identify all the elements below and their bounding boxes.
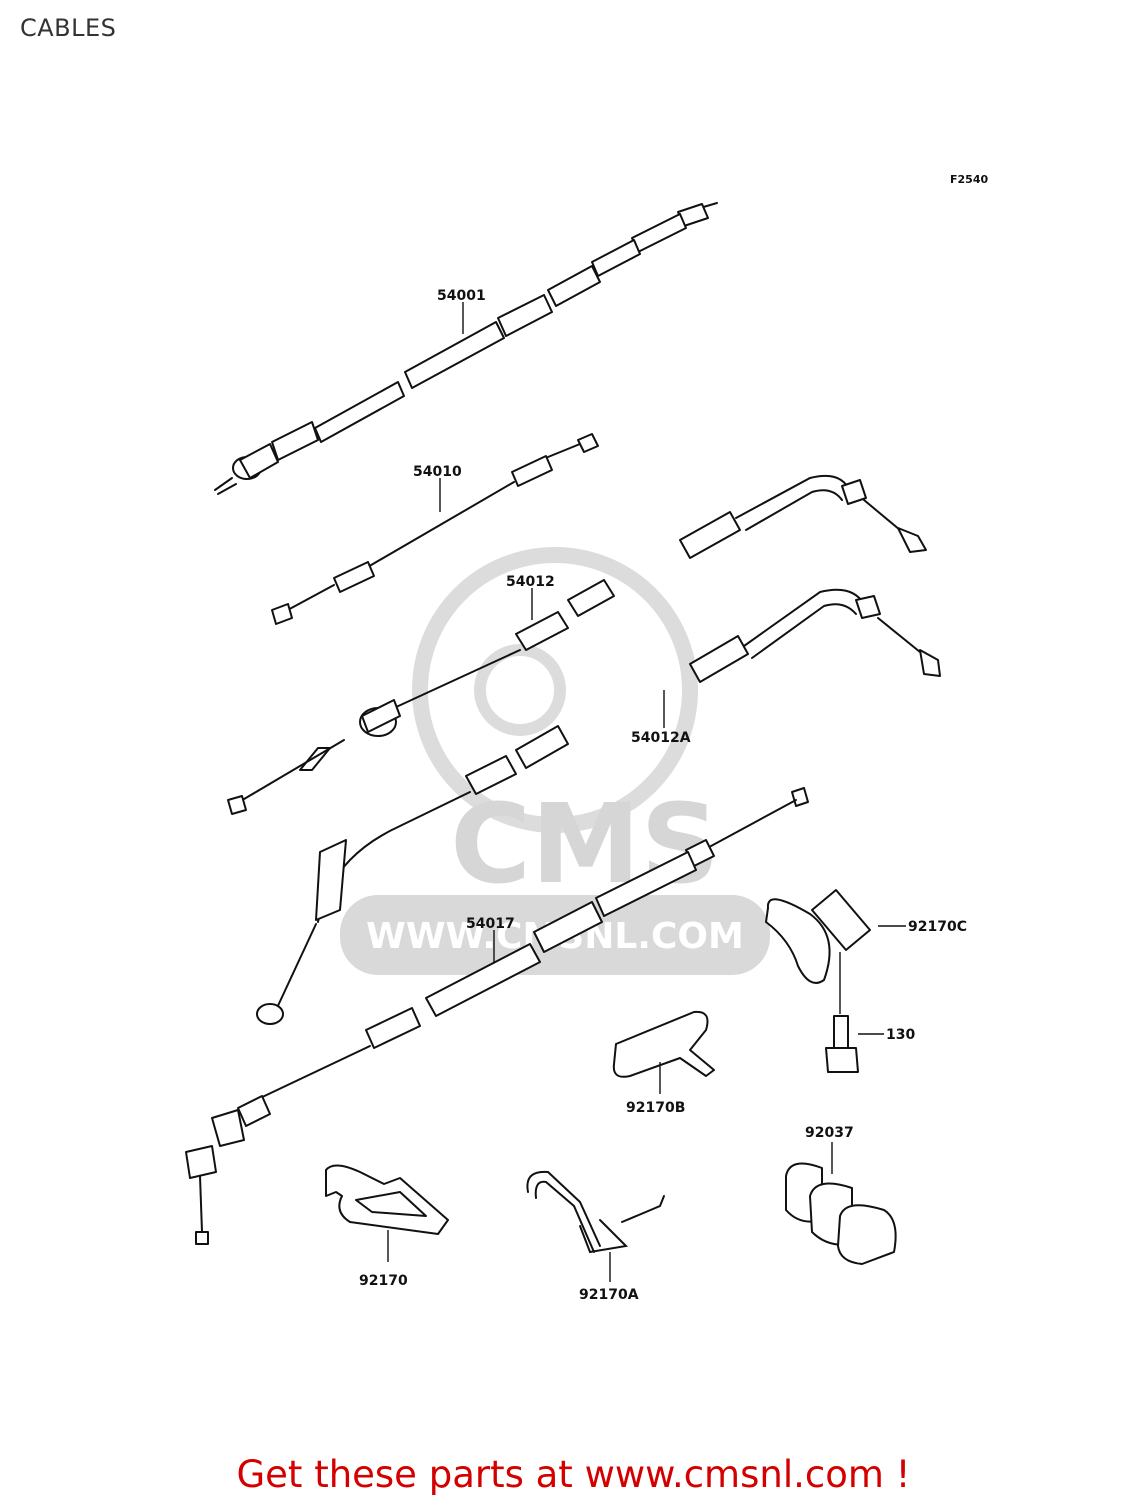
clamp-92170c xyxy=(765,889,871,984)
watermark-brand-text: CMS xyxy=(450,780,719,908)
cable-54012 xyxy=(227,474,927,815)
clamp-92037 xyxy=(785,1162,897,1265)
callout-92170c: 92170C xyxy=(908,919,967,935)
promo-footer-link[interactable]: Get these parts at www.cmsnl.com ! xyxy=(236,1453,911,1496)
callout-54012a: 54012A xyxy=(631,730,691,746)
callout-54017: 54017 xyxy=(466,916,515,932)
cable-54001 xyxy=(214,202,718,495)
cable-54012a xyxy=(256,588,941,1025)
callout-92170: 92170 xyxy=(359,1273,408,1289)
callout-130: 130 xyxy=(886,1027,915,1043)
clamp-92170a xyxy=(526,1170,665,1254)
page-title: CABLES xyxy=(20,14,117,42)
bolt-130 xyxy=(825,952,859,1073)
cable-54010 xyxy=(271,433,599,625)
watermark-mascot-ring xyxy=(412,547,698,833)
clamp-92170b xyxy=(612,1010,715,1078)
callout-54001: 54001 xyxy=(437,288,486,304)
callout-92170a: 92170A xyxy=(579,1287,639,1303)
callout-54010: 54010 xyxy=(413,464,462,480)
callout-54012: 54012 xyxy=(506,574,555,590)
clamp-92170 xyxy=(325,1164,449,1235)
cable-54017 xyxy=(185,787,809,1245)
figure-code: F2540 xyxy=(950,173,988,186)
callout-92037: 92037 xyxy=(805,1125,854,1141)
callout-92170b: 92170B xyxy=(626,1100,685,1116)
